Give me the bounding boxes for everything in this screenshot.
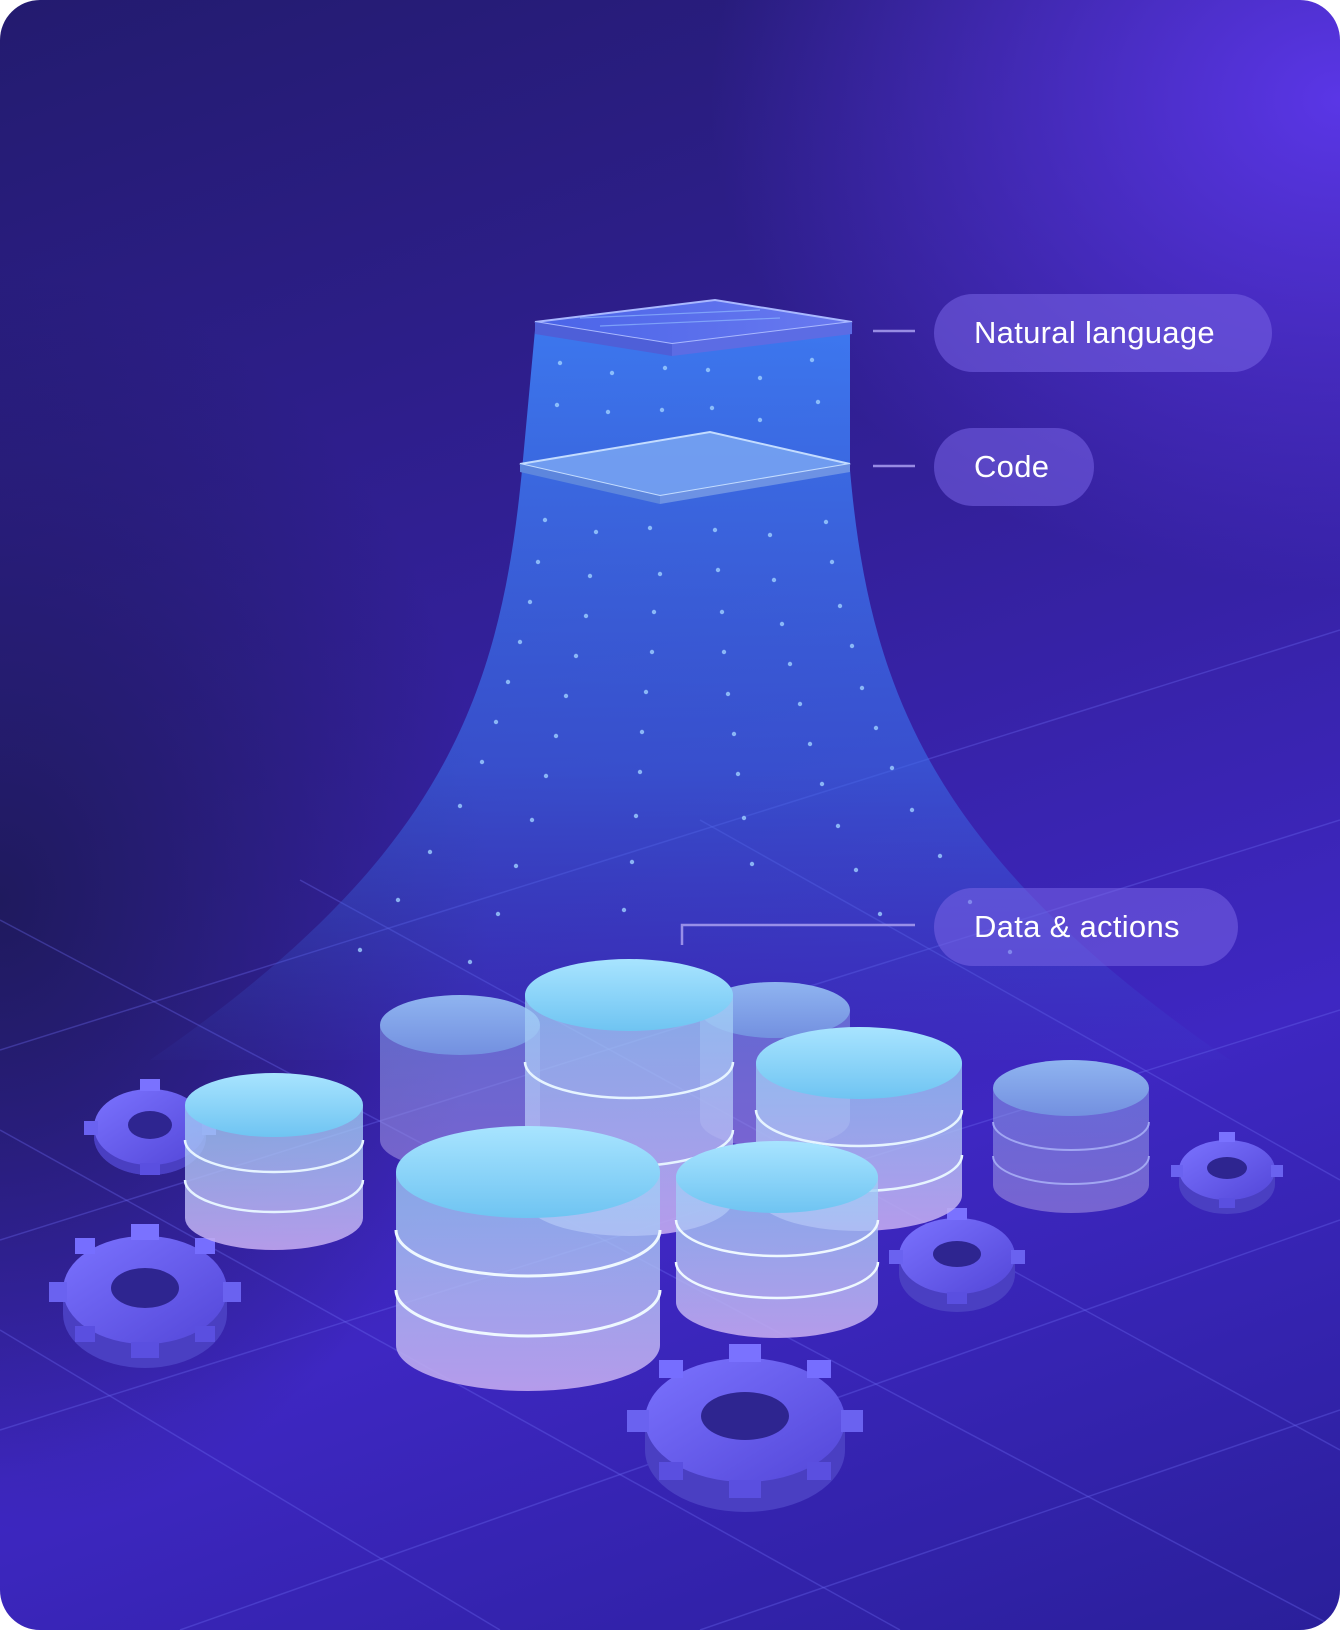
data-actions-label: Data & actions: [934, 888, 1238, 966]
funnel-beam: [150, 330, 1230, 1060]
code-label: Code: [934, 428, 1094, 506]
database-cylinder-icon: [183, 1073, 365, 1250]
database-cylinder-icon: [674, 1141, 880, 1338]
database-cylinder-icon: [394, 1126, 662, 1391]
gear-icon: [889, 1208, 1025, 1312]
database-cylinder-icon: [992, 1060, 1150, 1213]
gear-icon: [49, 1224, 241, 1368]
gear-icon: [627, 1344, 863, 1512]
funnel-dots: [357, 357, 1013, 965]
natural-language-label: Natural language: [934, 294, 1272, 372]
gear-icon: [1171, 1132, 1283, 1214]
gear-icon: [84, 1079, 216, 1175]
natural-language-panel: [534, 298, 853, 356]
code-panel: [519, 430, 851, 504]
connector-lines: [680, 329, 915, 945]
